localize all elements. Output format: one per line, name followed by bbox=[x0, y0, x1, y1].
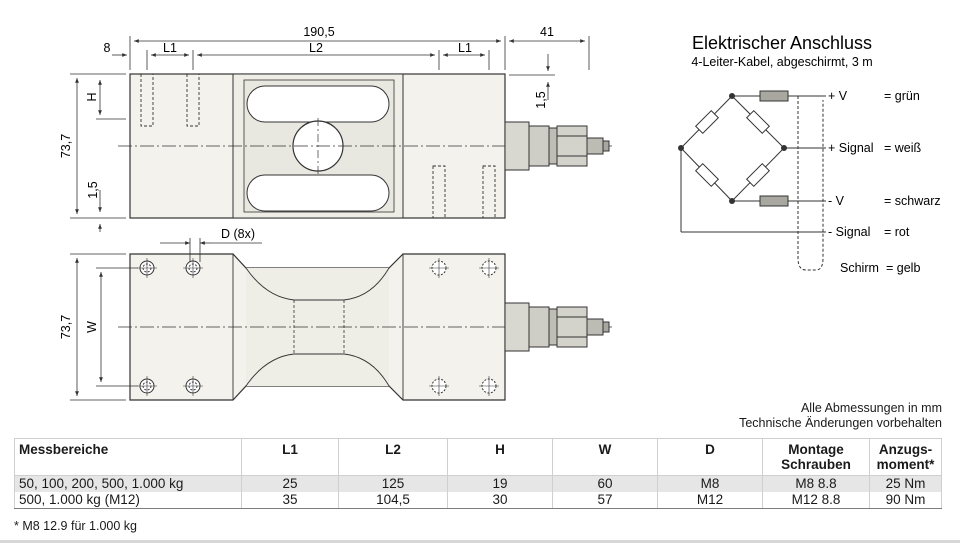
cable-gland-top bbox=[504, 302, 610, 352]
dim-recess-bottom: 1,5 bbox=[86, 181, 100, 198]
threaded-holes-bottom bbox=[432, 165, 496, 219]
dim-l2: L2 bbox=[309, 41, 323, 55]
col-range: Messbereiche bbox=[14, 438, 242, 476]
bending-slot-top bbox=[246, 85, 390, 123]
wire-label-minus-v: - V bbox=[828, 194, 845, 208]
table-footnote: * M8 12.9 für 1.000 kg bbox=[14, 519, 137, 533]
top-view-dimension-lines bbox=[70, 238, 262, 401]
col-torque-line2: moment* bbox=[876, 457, 935, 472]
bending-slot-bottom bbox=[246, 174, 390, 212]
dim-cable-length: 41 bbox=[540, 25, 554, 39]
dim-h: H bbox=[85, 92, 99, 101]
col-screws-line1: Montage bbox=[788, 442, 844, 457]
compensation-resistors bbox=[759, 90, 789, 207]
wire-label-minus-signal: - Signal bbox=[828, 225, 870, 239]
dim-height-side: 73,7 bbox=[59, 134, 73, 158]
cell-h: 19 bbox=[447, 475, 553, 492]
junction-dots bbox=[678, 93, 787, 204]
dim-w: W bbox=[85, 321, 99, 333]
dim-edge-offset: 8 bbox=[104, 41, 111, 55]
cell-l2: 104,5 bbox=[338, 492, 448, 509]
wire-label-shield: Schirm bbox=[840, 261, 879, 275]
cell-torque: 90 Nm bbox=[869, 492, 942, 509]
col-torque: Anzugs-moment* bbox=[869, 438, 942, 476]
bottom-rule bbox=[0, 540, 960, 543]
wire-color-plus-signal: = weiß bbox=[884, 141, 922, 155]
col-torque-line1: Anzugs- bbox=[878, 442, 933, 457]
cell-d: M12 bbox=[657, 492, 763, 509]
cell-range: 50, 100, 200, 500, 1.000 kg bbox=[14, 475, 242, 492]
wire-label-plus-v: + V bbox=[828, 89, 848, 103]
top-dimension-lines bbox=[70, 36, 590, 232]
dim-l1-right: L1 bbox=[458, 41, 472, 55]
cell-w: 60 bbox=[552, 475, 658, 492]
wire-color-plus-v: = grün bbox=[884, 89, 920, 103]
wire-color-shield: = gelb bbox=[886, 261, 920, 275]
note-changes: Technische Änderungen vorbehalten bbox=[739, 416, 942, 430]
dim-l1-left: L1 bbox=[163, 41, 177, 55]
strain-gauges bbox=[694, 109, 771, 188]
col-d: D bbox=[657, 438, 763, 476]
col-l1: L1 bbox=[241, 438, 339, 476]
table-row: 500, 1.000 kg (M12) 35 104,5 30 57 M12 M… bbox=[14, 492, 942, 509]
top-view: 73,7 W D (8x) bbox=[59, 227, 612, 401]
threaded-holes-top bbox=[140, 73, 200, 127]
wire-label-plus-signal: + Signal bbox=[828, 141, 874, 155]
col-l2: L2 bbox=[338, 438, 448, 476]
cable-gland-side bbox=[504, 121, 610, 171]
wiring-diagram: Elektrischer Anschluss 4-Leiter-Kabel, a… bbox=[678, 33, 941, 275]
col-screws-line2: Schrauben bbox=[781, 457, 851, 472]
dim-height-top: 73,7 bbox=[59, 315, 73, 339]
cell-torque: 25 Nm bbox=[869, 475, 942, 492]
dimension-note: Alle Abmessungen in mm Technische Änderu… bbox=[739, 401, 942, 431]
col-h: H bbox=[447, 438, 553, 476]
cell-d: M8 bbox=[657, 475, 763, 492]
cell-screws: M8 8.8 bbox=[762, 475, 870, 492]
dim-hole-d: D (8x) bbox=[221, 227, 255, 241]
table-row: 50, 100, 200, 500, 1.000 kg 25 125 19 60… bbox=[14, 475, 942, 492]
wire-color-minus-v: = schwarz bbox=[884, 194, 941, 208]
wire-color-minus-signal: = rot bbox=[884, 225, 910, 239]
dim-total-length: 190,5 bbox=[303, 25, 334, 39]
cell-l1: 35 bbox=[241, 492, 339, 509]
cell-l2: 125 bbox=[338, 475, 448, 492]
cell-h: 30 bbox=[447, 492, 553, 509]
cell-l1: 25 bbox=[241, 475, 339, 492]
wiring-subtitle: 4-Leiter-Kabel, abgeschirmt, 3 m bbox=[691, 55, 872, 69]
cell-w: 57 bbox=[552, 492, 658, 509]
wiring-title: Elektrischer Anschluss bbox=[692, 33, 872, 53]
dim-recess-top: 1,5 bbox=[534, 91, 548, 108]
side-view: 190,5 41 8 L1 L2 L1 73,7 H 1,5 1,5 bbox=[59, 25, 612, 232]
cell-range: 500, 1.000 kg (M12) bbox=[14, 492, 242, 509]
cell-screws: M12 8.8 bbox=[762, 492, 870, 509]
col-w: W bbox=[552, 438, 658, 476]
note-units: Alle Abmessungen in mm bbox=[800, 401, 942, 415]
